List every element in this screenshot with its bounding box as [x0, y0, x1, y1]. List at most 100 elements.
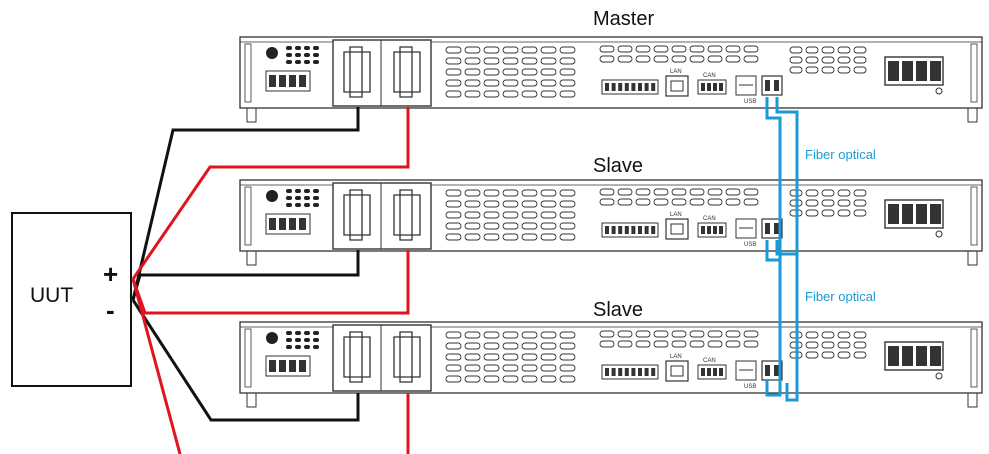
- vent-slot: [295, 53, 301, 57]
- io-pin: [651, 226, 655, 234]
- vent-slot: [304, 60, 310, 64]
- unit-foot-right: [968, 393, 977, 407]
- io-pin: [605, 368, 609, 376]
- unit-foot-right: [968, 108, 977, 122]
- output-terminal-block: [333, 40, 431, 106]
- unit-foot-left: [247, 108, 256, 122]
- usb-port-label: USB: [744, 384, 756, 390]
- ground-knob-icon: [266, 190, 278, 202]
- output-terminal-block: [333, 183, 431, 249]
- ac-terminal-slot: [888, 204, 899, 224]
- io-pin: [631, 226, 635, 234]
- io-connector: [602, 80, 658, 94]
- can-pin: [701, 368, 705, 376]
- can-pin: [713, 226, 717, 234]
- ac-terminal-slot: [930, 204, 941, 224]
- vent-slot: [295, 338, 301, 342]
- can-connector-label: CAN: [703, 358, 716, 364]
- sense-pin: [299, 75, 306, 87]
- can-pin: [719, 368, 723, 376]
- slave-1-title: Slave: [593, 155, 643, 178]
- can-pin: [719, 83, 723, 91]
- sense-pin: [289, 218, 296, 230]
- io-pin: [631, 83, 635, 91]
- vent-slot: [286, 196, 292, 200]
- sense-pin: [299, 360, 306, 372]
- uut-plus-terminal: +: [103, 259, 118, 290]
- sense-pin: [289, 75, 296, 87]
- fiber-port-tx: [765, 365, 770, 376]
- unit-handle-left: [245, 44, 251, 102]
- ac-terminal-slot: [902, 61, 913, 81]
- lan-port-label: LAN: [670, 212, 682, 218]
- sense-pin: [279, 75, 286, 87]
- vent-slot: [286, 189, 292, 193]
- can-pin: [713, 83, 717, 91]
- fiber-port-tx: [765, 80, 770, 91]
- io-pin: [638, 226, 642, 234]
- io-pin: [645, 83, 649, 91]
- ac-terminal-slot: [930, 346, 941, 366]
- io-pin: [618, 368, 622, 376]
- can-connector-label: CAN: [703, 216, 716, 222]
- vent-slot: [286, 60, 292, 64]
- sense-pin: [269, 75, 276, 87]
- ground-knob-icon: [266, 332, 278, 344]
- can-pin: [719, 226, 723, 234]
- can-pin: [701, 83, 705, 91]
- ac-terminal-slot: [916, 61, 927, 81]
- master-title: Master: [593, 8, 654, 31]
- io-pin: [605, 83, 609, 91]
- sense-pin: [279, 218, 286, 230]
- vent-slot: [286, 331, 292, 335]
- io-pin: [638, 368, 642, 376]
- usb-port-label: USB: [744, 99, 756, 105]
- unit-handle-right: [971, 329, 977, 387]
- can-pin: [713, 368, 717, 376]
- unit-handle-left: [245, 187, 251, 245]
- positive-cable-slave-1: [133, 250, 408, 313]
- ac-terminal-slot: [902, 204, 913, 224]
- vent-slot: [304, 46, 310, 50]
- io-pin: [631, 368, 635, 376]
- sense-pin: [269, 360, 276, 372]
- fiber-port-tx: [765, 223, 770, 234]
- vent-slot: [295, 345, 301, 349]
- vent-slot: [313, 46, 319, 50]
- io-pin: [645, 226, 649, 234]
- vent-slot: [313, 203, 319, 207]
- ac-terminal-slot: [888, 346, 899, 366]
- io-pin: [618, 226, 622, 234]
- io-pin: [645, 368, 649, 376]
- fiber-port-rx: [774, 223, 779, 234]
- fiber-port-rx: [774, 365, 779, 376]
- vent-slot: [304, 196, 310, 200]
- vent-slot: [313, 189, 319, 193]
- unit-foot-right: [968, 251, 977, 265]
- vent-slot: [304, 53, 310, 57]
- fiber-optical-label-1: Fiber optical: [805, 147, 876, 162]
- vent-slot: [295, 331, 301, 335]
- vent-slot: [286, 345, 292, 349]
- can-connector-label: CAN: [703, 73, 716, 79]
- lan-port-label: LAN: [670, 354, 682, 360]
- io-pin: [605, 226, 609, 234]
- ac-terminal-slot: [902, 346, 913, 366]
- lan-port: [666, 76, 688, 96]
- vent-slot: [313, 60, 319, 64]
- vent-slot: [304, 331, 310, 335]
- power-supply-unit-2: LAN CAN USB: [240, 180, 982, 265]
- lan-port: [666, 219, 688, 239]
- output-terminal-block: [333, 325, 431, 391]
- uut-label: UUT: [30, 284, 73, 308]
- io-pin: [625, 368, 629, 376]
- negative-cable-slave-1: [133, 250, 358, 300]
- io-pin: [651, 83, 655, 91]
- lan-port: [666, 361, 688, 381]
- ac-terminal-slot: [916, 346, 927, 366]
- io-pin: [618, 83, 622, 91]
- fiber-optical-label-2: Fiber optical: [805, 289, 876, 304]
- sense-pin: [289, 360, 296, 372]
- ac-terminal-slot: [930, 61, 941, 81]
- usb-port-label: USB: [744, 242, 756, 248]
